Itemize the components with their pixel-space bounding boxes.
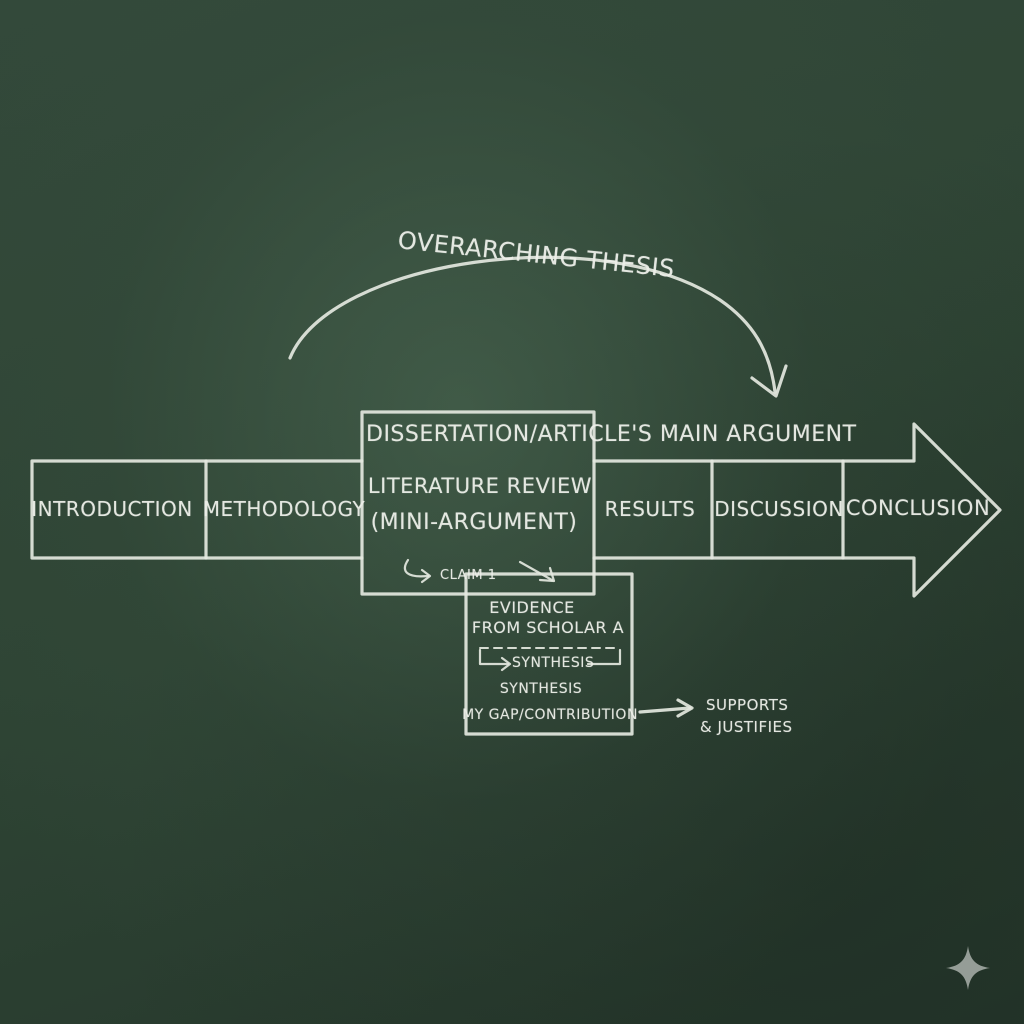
literature-review-label: LITERATURE REVIEW bbox=[367, 474, 593, 498]
supports-arrowhead bbox=[676, 698, 694, 718]
timeline-band-left bbox=[30, 459, 364, 560]
claim-diagonal-arrowhead bbox=[538, 566, 556, 583]
synthesis-bracket-arrowhead bbox=[500, 656, 512, 672]
evidence-box bbox=[464, 572, 634, 736]
thesis-arc bbox=[288, 255, 777, 394]
justifies-label: & JUSTIFIES bbox=[700, 718, 793, 736]
results-label: RESULTS bbox=[604, 497, 696, 521]
thesis-arrowhead bbox=[750, 364, 788, 398]
timeline-band-right bbox=[592, 422, 1002, 598]
gap-contribution-label: MY GAP/CONTRIBUTION bbox=[462, 707, 638, 723]
literature-review-box bbox=[360, 410, 596, 596]
mini-argument-label: (MINI-ARGUMENT) bbox=[370, 510, 578, 535]
discussion-label: DISCUSSION bbox=[714, 497, 844, 521]
claim-label: CLAIM 1 bbox=[440, 568, 497, 583]
synthesis-bracket-left bbox=[478, 648, 510, 666]
methodology-label: METHODOLOGY bbox=[202, 497, 366, 521]
claim-curved-arrow bbox=[403, 558, 430, 578]
conclusion-label: CONCLUSION bbox=[845, 496, 991, 520]
synthesis-bracket-right bbox=[586, 648, 622, 666]
evidence-label: EVIDENCE bbox=[489, 598, 575, 617]
scholar-label: FROM SCHOLAR A bbox=[471, 618, 625, 637]
introduction-label: INTRODUCTION bbox=[31, 497, 193, 521]
synthesis-label: SYNTHESIS bbox=[499, 681, 583, 697]
synthesis-bracket-label: SYNTHESIS bbox=[512, 655, 595, 671]
sparkle-icon bbox=[946, 946, 990, 990]
main-argument-label: DISSERTATION/ARTICLE'S MAIN ARGUMENT bbox=[366, 422, 857, 447]
supports-label: SUPPORTS bbox=[706, 696, 789, 714]
claim-curved-arrowhead bbox=[420, 568, 432, 584]
supports-arrow bbox=[638, 706, 692, 714]
claim-diagonal-arrow bbox=[518, 560, 554, 582]
